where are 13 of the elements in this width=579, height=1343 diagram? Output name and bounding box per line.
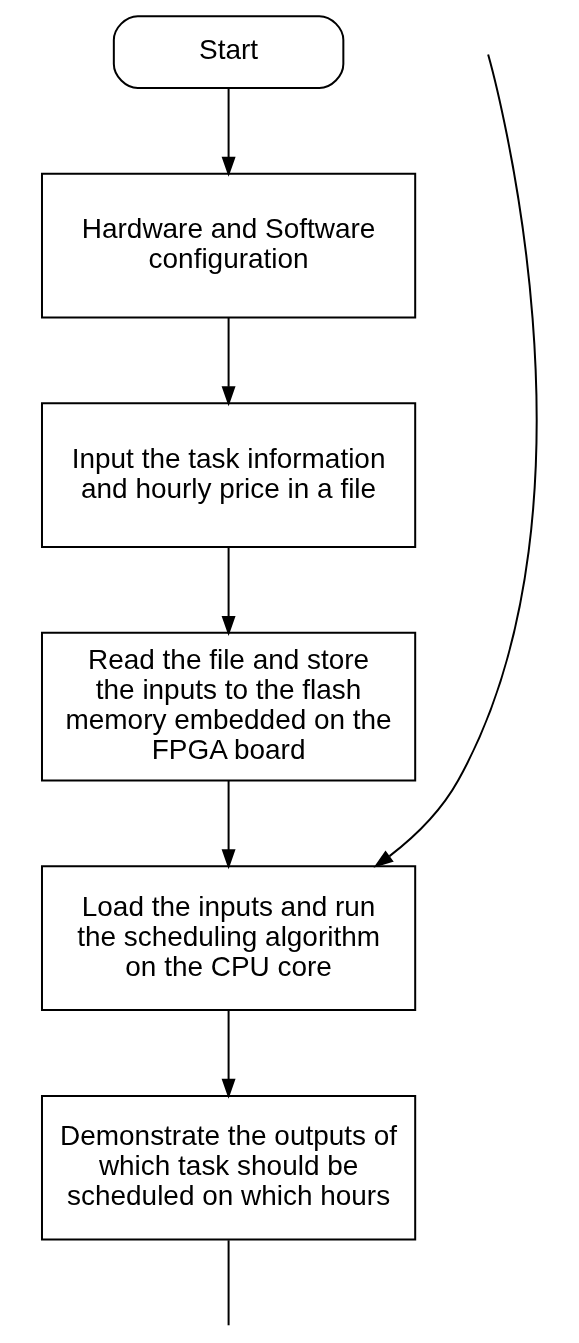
arrow	[221, 316, 236, 407]
arrow	[373, 53, 538, 868]
connector	[227, 1239, 230, 1327]
arrow	[221, 87, 236, 177]
node-box: Hardware and Software configuration	[41, 172, 417, 319]
node-box: Read the file and store the inputs to the flash memory embedded on the FPGA board	[41, 631, 417, 782]
arrow	[221, 779, 236, 870]
node-box: Start	[112, 15, 345, 89]
node-box: Demonstrate the outputs of which task should be scheduled on which hours	[41, 1094, 417, 1241]
node-box: Input the task information and hourly price in a file	[41, 402, 417, 549]
node-box: Load the inputs and run the scheduling algorithm on the CPU core	[41, 865, 417, 1012]
arrow	[221, 1009, 236, 1099]
arrow	[221, 546, 236, 636]
